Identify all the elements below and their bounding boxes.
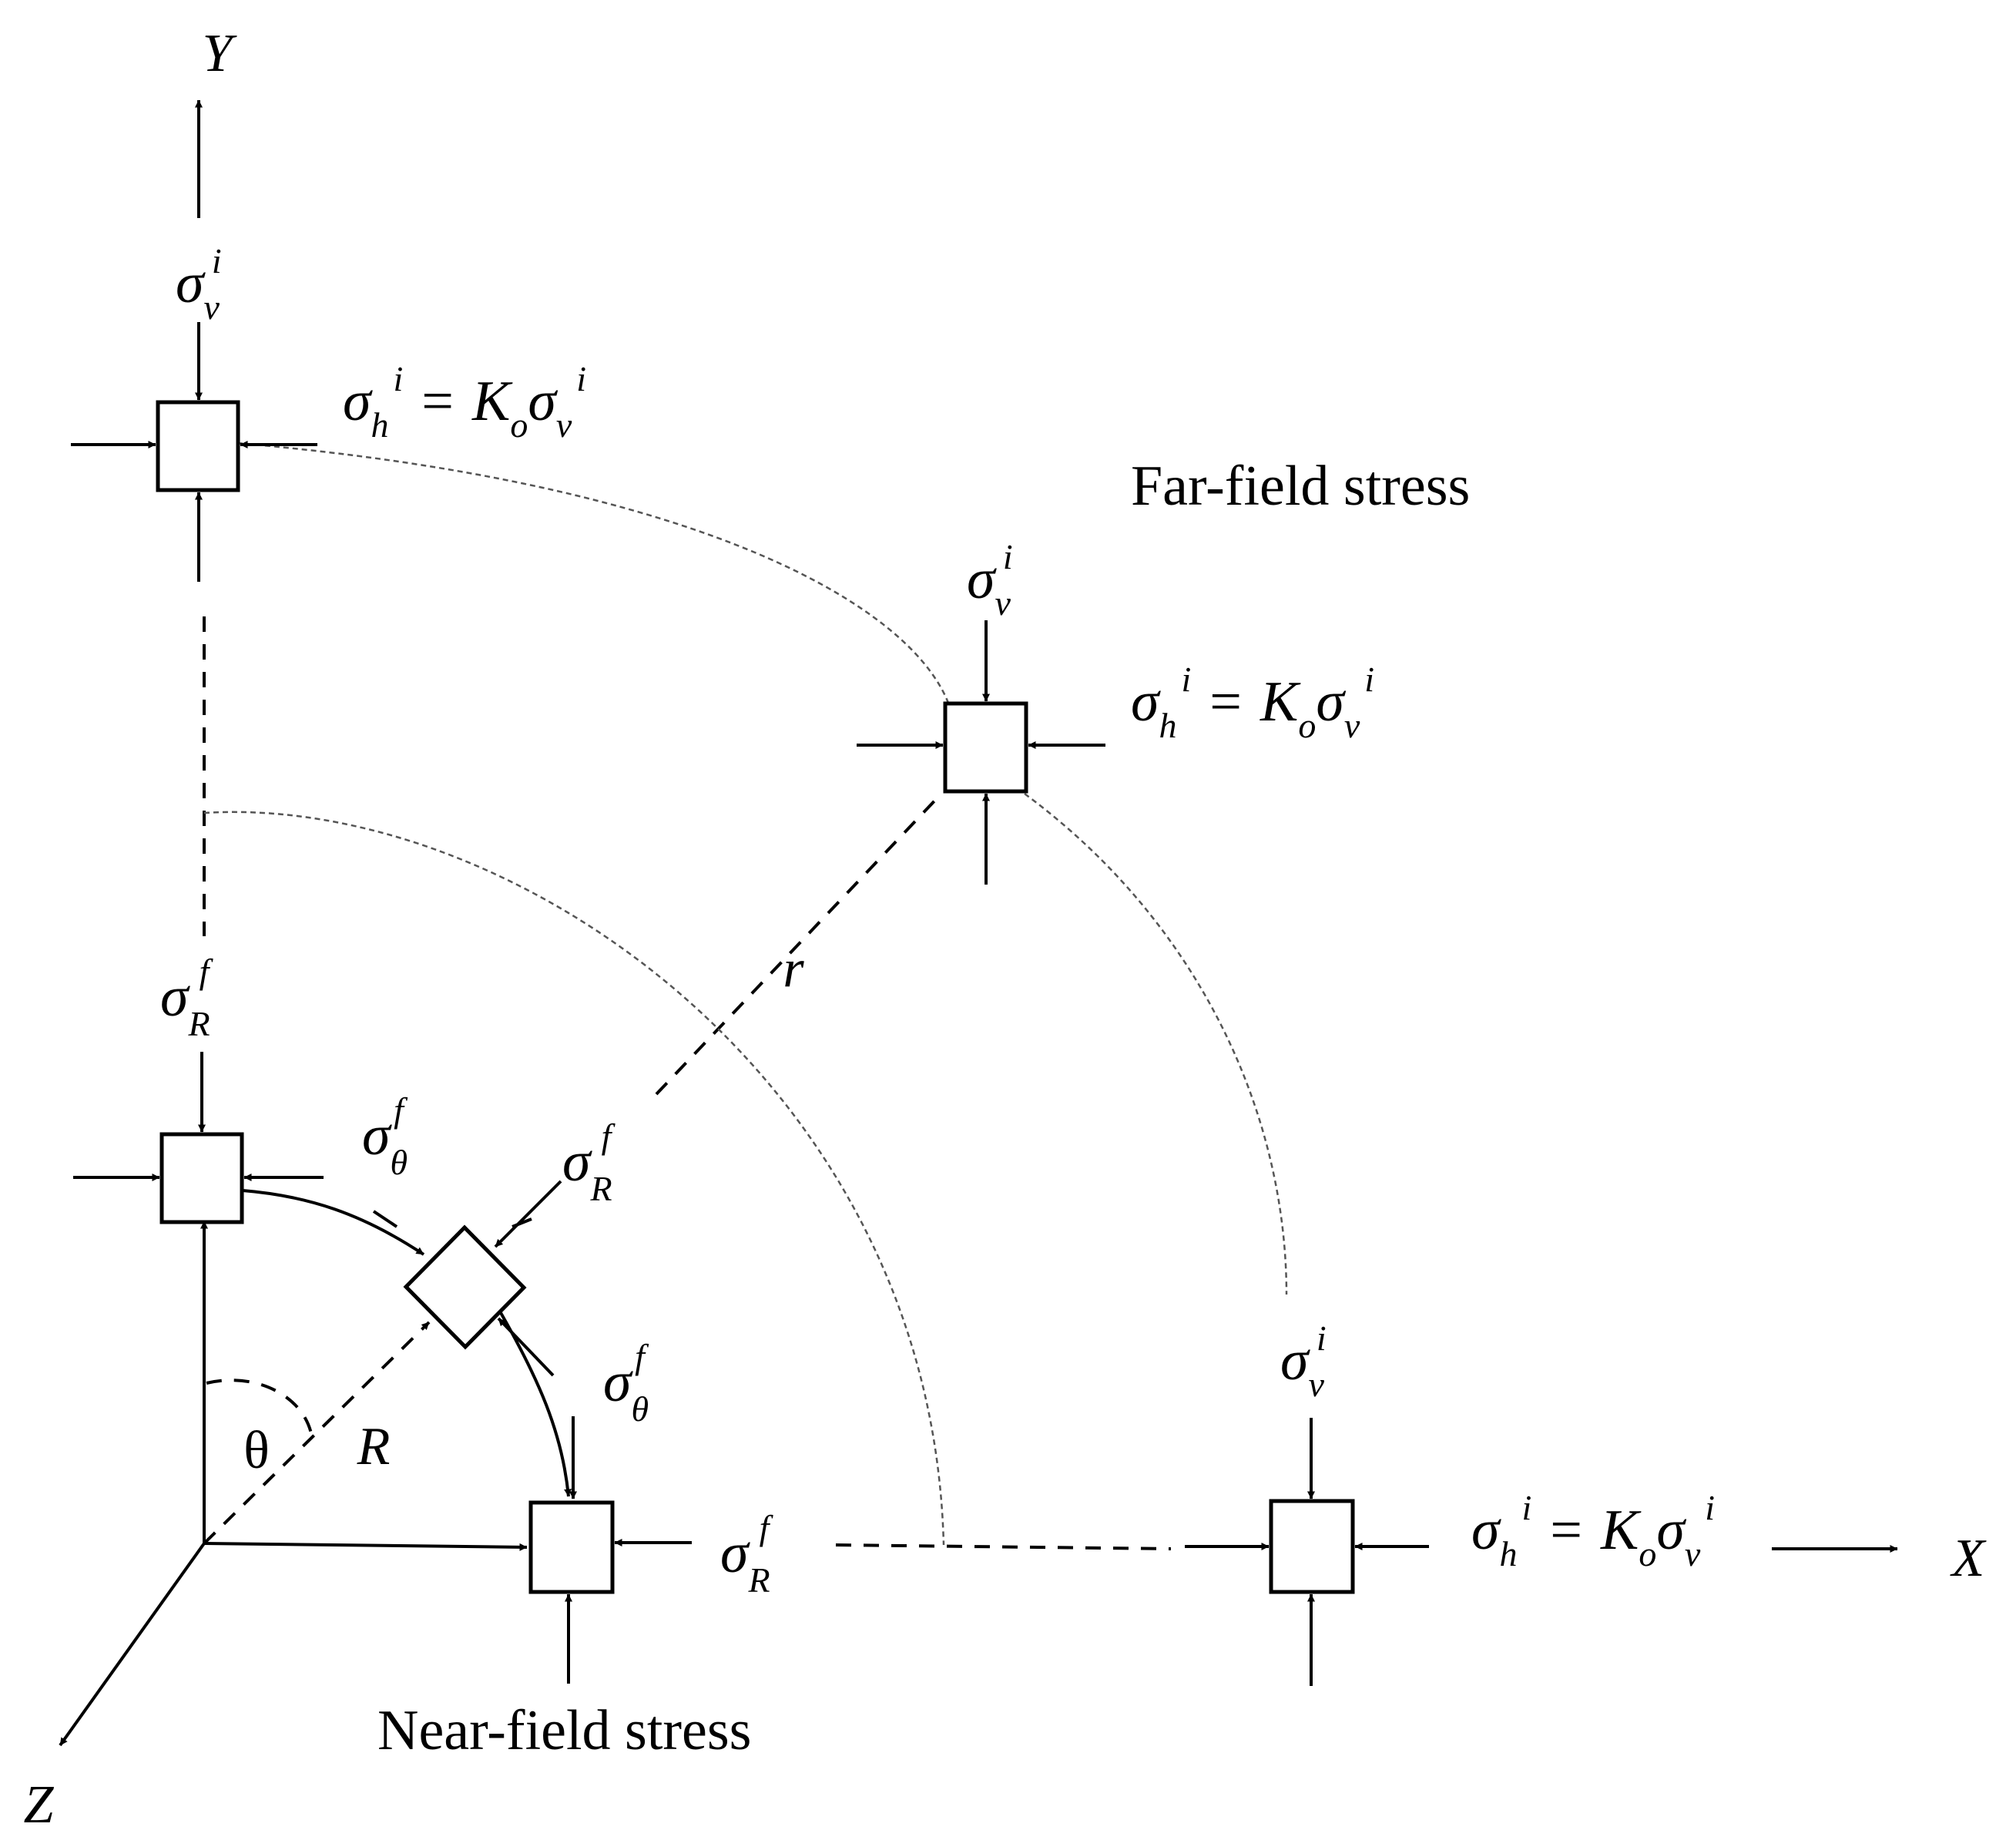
- far-field-caption: Far-field stress: [1131, 455, 1470, 518]
- r-direction-arrow: [203, 1321, 431, 1545]
- r-label: r: [783, 939, 804, 999]
- coordinate-axes: [59, 99, 1898, 1747]
- near-x-stress-element: [528, 1500, 615, 1594]
- theta-angle-arc: [206, 1379, 314, 1438]
- sigma-v-i-label-right: σvi: [1280, 1318, 1327, 1404]
- sigma-R-f-label-near-y: σRf: [160, 952, 214, 1043]
- z-axis-label: Z: [24, 1775, 55, 1835]
- near-arc-top: [242, 1189, 425, 1256]
- sigma-v-i-label-top: σvi: [176, 241, 222, 327]
- sigma-v-i-label-diagonal: σvi: [967, 537, 1013, 623]
- sigma-theta-f-label-lower: σθf: [603, 1337, 649, 1429]
- x-axis-label: X: [1950, 1529, 1987, 1588]
- y-axis-label: Y: [203, 24, 238, 83]
- near-x-axis-arrow: [203, 1542, 528, 1551]
- R-label: R: [357, 1417, 391, 1476]
- far-diagonal-stress-element: [943, 701, 1028, 794]
- far-x-stress-element: [1269, 1499, 1355, 1594]
- sigma-theta-f-label-upper: σθf: [362, 1090, 408, 1182]
- force-arrows: [71, 322, 1429, 1686]
- r-far-dashed-line: [655, 792, 943, 1096]
- theta-label: θ: [243, 1421, 270, 1480]
- x-far-dashed-line: [835, 1543, 1172, 1550]
- outer-dotted-arc: [236, 442, 1288, 1295]
- z-axis-arrow: [59, 1542, 206, 1747]
- sigma-h-equation-diagonal: σhi=Koσvi: [1131, 660, 1374, 745]
- sigma-h-equation-top: σhi=Koσvi: [343, 359, 586, 445]
- near-y-stress-element: [159, 1132, 244, 1224]
- near-arc-bottom: [495, 1305, 572, 1497]
- near-rotated-stress-element: [403, 1224, 527, 1350]
- sigma-R-f-label-rotated: σRf: [562, 1117, 616, 1208]
- near-field-caption: Near-field stress: [377, 1699, 751, 1762]
- sigma-h-equation-right: σhi=Koσvi: [1471, 1488, 1715, 1573]
- far-y-stress-element: [156, 400, 240, 492]
- sigma-R-f-label-near-x: σRf: [720, 1508, 774, 1600]
